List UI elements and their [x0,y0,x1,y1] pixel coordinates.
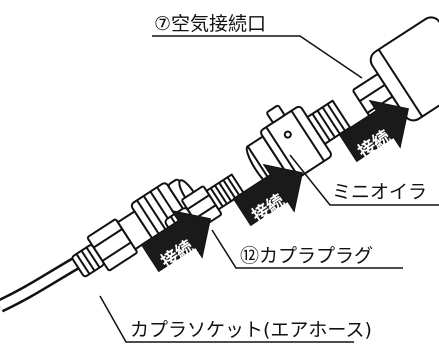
label-coupler-plug: ⑫カプラプラグ [240,245,373,267]
callout-line-coupler-socket [99,295,354,343]
connect-arrow-1: 接続 [140,209,211,272]
label-air-inlet: ⑦空気接続口 [154,13,266,35]
callout-line-coupler-plug [211,229,403,269]
callout-lines [99,35,439,343]
connect-arrow-2: 接続 [232,163,303,226]
label-coupler-socket: カプラソケット(エアホース) [130,319,372,341]
label-mini-oiler: ミニオイラ [332,181,427,203]
callout-line-air-inlet [152,35,363,79]
connect-arrow-3: 接続 [338,99,409,162]
callout-line-mini-oiler [289,154,439,206]
